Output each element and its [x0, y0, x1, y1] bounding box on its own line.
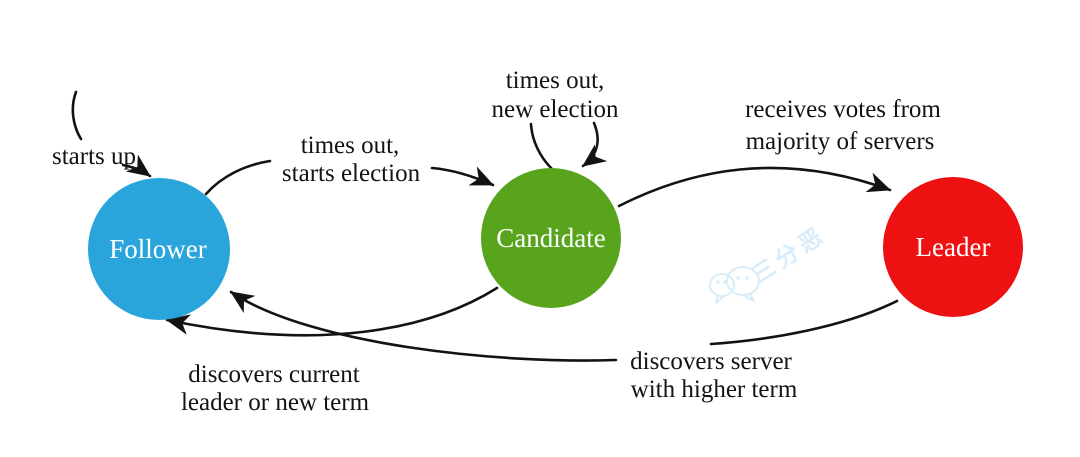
starts-up-label: starts up	[52, 143, 136, 170]
follower-to-candidate-arrow	[430, 166, 495, 187]
transition-edges	[71, 90, 899, 362]
follower-node	[88, 178, 230, 320]
times-out-starts-election-label-line1: times out,	[301, 132, 400, 159]
leader-label: Leader	[916, 232, 991, 262]
candidate-selfloop-arrow	[581, 121, 608, 168]
watermark: 三分恶	[709, 221, 831, 304]
startup-arrow	[121, 154, 152, 178]
watermark-text: 三分恶	[747, 221, 831, 288]
state-follower: Follower	[88, 178, 230, 320]
candidate-node	[481, 168, 621, 308]
follower-to-candidate-arc-left	[204, 159, 272, 196]
times-out-new-election-label-line2: new election	[491, 96, 619, 123]
follower-label: Follower	[109, 234, 207, 264]
candidate-to-leader-arrow	[617, 166, 892, 208]
receives-votes-label-line2: majority of servers	[746, 128, 935, 155]
discovers-current-label-line1: discovers current	[188, 361, 360, 388]
discovers-server-label-line2: with higher term	[631, 376, 798, 403]
candidate-label: Candidate	[496, 223, 605, 253]
receives-votes-label-line1: receives votes from	[745, 96, 941, 123]
transition-labels: starts up times out, starts election tim…	[52, 67, 941, 416]
discovers-server-label-line1: discovers server	[630, 348, 792, 375]
state-leader: Leader	[883, 177, 1023, 317]
times-out-new-election-label-line1: times out,	[506, 67, 605, 94]
wechat-icon	[709, 266, 760, 304]
leader-node	[883, 177, 1023, 317]
startup-lead-in-arc	[71, 90, 83, 141]
discovers-current-label-line2: leader or new term	[181, 389, 370, 416]
leader-to-follower-arc-right	[709, 299, 899, 346]
leader-to-follower-arrow	[229, 290, 618, 362]
times-out-starts-election-label-line2: starts election	[282, 160, 421, 187]
candidate-to-follower-arrow	[165, 286, 499, 337]
candidate-selfloop-left	[529, 122, 554, 171]
state-candidate: Candidate	[481, 168, 621, 308]
